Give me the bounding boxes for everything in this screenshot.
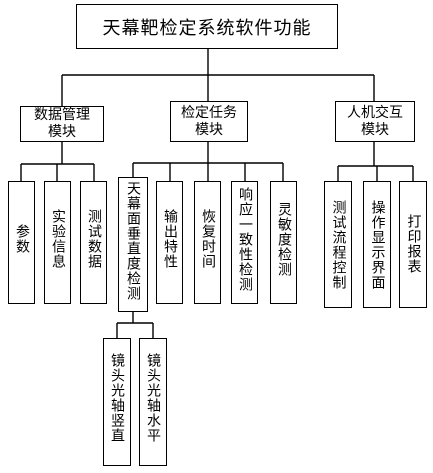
- item-box-test-flow-control: 测试流程控制: [324, 181, 352, 308]
- module-box-human-machine: 人机交互模块: [335, 101, 415, 142]
- item-box-experiment-info: 实验信息: [44, 181, 71, 304]
- item-label-sensitivity: 灵敏度检测: [276, 202, 292, 277]
- module-label-verification-tasks: 检定任务模块: [181, 104, 237, 138]
- subitem-box-lens-axis-horizontal: 镜头光轴水平: [139, 338, 167, 466]
- item-label-print-report: 打印报表: [405, 214, 422, 274]
- item-label-operation-display: 操作显示界面: [369, 200, 386, 290]
- item-box-curtain-verticality: 天幕面垂直度检测: [118, 177, 148, 312]
- item-label-experiment-info: 实验信息: [50, 209, 66, 269]
- item-label-response-consistency: 响应一致性检测: [237, 187, 253, 292]
- item-box-response-consistency: 响应一致性检测: [231, 181, 258, 304]
- module-label-human-machine: 人机交互模块: [347, 104, 403, 138]
- item-label-curtain-verticality: 天幕面垂直度检测: [125, 181, 141, 301]
- item-label-test-data: 测试数据: [86, 209, 102, 269]
- item-box-parameters: 参数: [8, 181, 35, 304]
- module-box-verification-tasks: 检定任务模块: [170, 101, 248, 142]
- subitem-label-lens-axis-vertical: 镜头光轴竖直: [109, 353, 125, 443]
- item-box-test-data: 测试数据: [80, 181, 107, 304]
- module-label-data-management: 数据管理模块: [34, 107, 90, 140]
- item-box-recovery-time: 恢复时间: [194, 181, 221, 304]
- module-box-data-management: 数据管理模块: [20, 106, 104, 142]
- item-label-test-flow-control: 测试流程控制: [330, 200, 347, 290]
- item-label-output-characteristics: 输出特性: [162, 209, 178, 269]
- item-box-print-report: 打印报表: [399, 181, 427, 308]
- item-label-parameters: 参数: [14, 224, 30, 254]
- item-box-sensitivity: 灵敏度检测: [270, 181, 297, 304]
- item-box-operation-display: 操作显示界面: [363, 181, 391, 308]
- subitem-label-lens-axis-horizontal: 镜头光轴水平: [145, 353, 161, 443]
- root-title-box: 天幕靶检定系统软件功能: [76, 4, 338, 49]
- item-label-recovery-time: 恢复时间: [200, 209, 216, 269]
- subitem-box-lens-axis-vertical: 镜头光轴竖直: [103, 338, 131, 466]
- root-title: 天幕靶检定系统软件功能: [102, 17, 312, 39]
- item-box-output-characteristics: 输出特性: [156, 181, 183, 304]
